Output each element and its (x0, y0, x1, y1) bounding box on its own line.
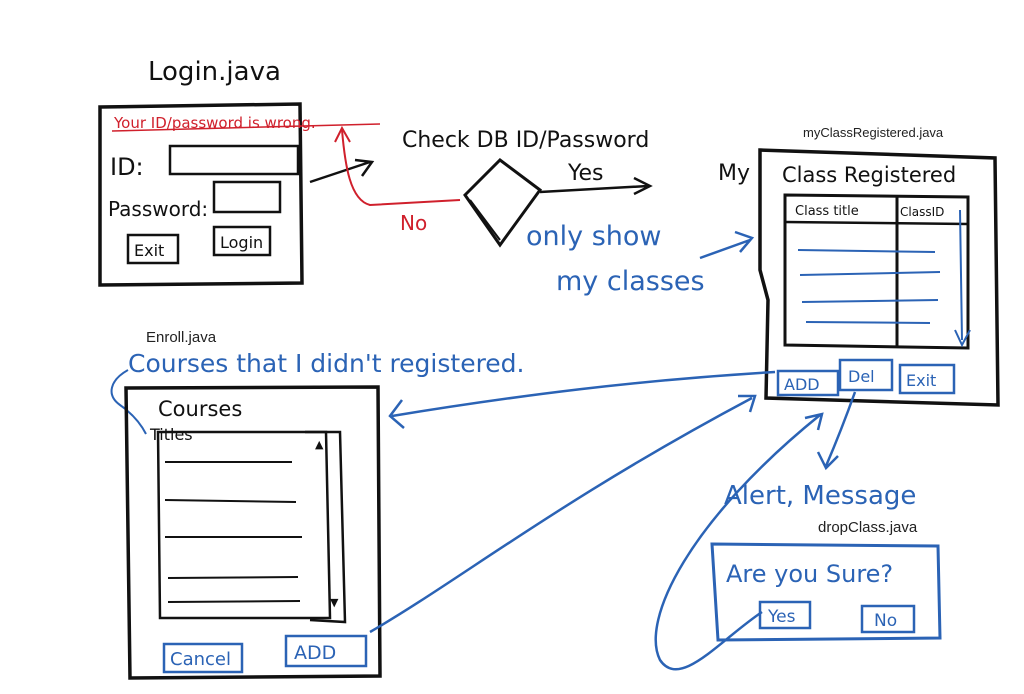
registered-table (783, 193, 970, 350)
drop-yes-button-border (758, 600, 812, 630)
add-to-enroll-arrow (388, 370, 776, 429)
drop-no-button-label: No (874, 611, 897, 631)
my-classes-file-label: myClassRegistered.java (803, 125, 944, 140)
yes-back-arrow (654, 412, 824, 671)
drop-no-button-border (860, 604, 916, 634)
login-window (98, 102, 304, 287)
exit-class-button-border (898, 363, 956, 395)
list-item[interactable] (167, 576, 299, 579)
enroll-add-button-label: ADD (294, 642, 336, 664)
db-check-label: Check DB ID/Password (402, 128, 649, 153)
enroll-add-button[interactable]: ADD (284, 634, 368, 668)
enroll-col-titles: Titles (149, 425, 193, 444)
enroll-window (124, 385, 382, 680)
del-class-button-label: Del (848, 367, 875, 386)
table-row[interactable] (805, 321, 931, 324)
enroll-to-list-arrow (369, 394, 757, 634)
alert-message-note: Alert, Message (724, 481, 916, 511)
scroll-up-icon[interactable]: ▲ (315, 438, 324, 451)
only-show-note: only show (526, 221, 661, 252)
list-item[interactable] (167, 600, 301, 603)
cancel-button-border (162, 642, 244, 674)
drop-dialog (710, 542, 942, 642)
del-to-alert-arrow (816, 391, 857, 471)
drop-no-button[interactable]: No (860, 604, 916, 634)
scroll-arrow (954, 209, 971, 348)
id-label: ID: (110, 153, 144, 181)
my-classes-window (758, 148, 1000, 407)
login-button-label: Login (220, 233, 263, 252)
drop-question: Are you Sure? (726, 560, 893, 588)
login-error-message: Your ID/password is wrong. (113, 114, 316, 132)
enroll-add-button-border (284, 634, 368, 668)
no-label: No (400, 211, 427, 235)
login-button-border (212, 225, 272, 257)
diamond-edge (469, 199, 501, 241)
exit-button-label: Exit (134, 241, 164, 260)
only-show-arrow (699, 230, 755, 260)
login-file-label: Login.java (148, 57, 281, 87)
table-row[interactable] (797, 249, 936, 253)
enroll-heading: Courses (158, 397, 242, 421)
exit-button-border (126, 233, 180, 265)
no-arrowhead (334, 125, 351, 143)
yes-arrow (539, 176, 653, 196)
del-class-button[interactable]: Del (838, 358, 894, 392)
drop-yes-button-label: Yes (767, 607, 796, 627)
add-class-button-label: ADD (784, 375, 820, 394)
error-underline (111, 123, 381, 132)
my-classes-note: my classes (556, 266, 705, 297)
login-to-db-arrow (309, 158, 375, 184)
col-class-id: ClassID (900, 205, 944, 219)
table-header-line (784, 220, 969, 226)
login-button[interactable]: Login (212, 225, 272, 257)
cancel-button-label: Cancel (170, 649, 231, 670)
exit-class-button-label: Exit (906, 371, 936, 390)
enroll-file-label: Enroll.java (146, 329, 217, 346)
courses-note: Courses that I didn't registered. (128, 349, 525, 378)
drop-yes-button[interactable]: Yes (758, 600, 812, 630)
db-check-diamond (463, 158, 543, 248)
courses-scrollbar[interactable] (305, 430, 347, 624)
yes-label: Yes (567, 161, 604, 186)
cancel-button[interactable]: Cancel (162, 642, 244, 674)
scroll-down-icon[interactable]: ▼ (330, 596, 339, 609)
exit-class-button[interactable]: Exit (898, 363, 956, 395)
my-classes-title-prefix: My (718, 161, 750, 186)
password-label: Password: (108, 197, 208, 221)
courses-note-pointer (110, 369, 147, 435)
courses-list (156, 430, 332, 620)
table-row[interactable] (799, 271, 941, 276)
exit-button[interactable]: Exit (126, 233, 180, 265)
col-class-title: Class title (795, 204, 859, 219)
add-class-button-border (776, 369, 840, 397)
password-input[interactable] (212, 180, 282, 214)
my-classes-title: Class Registered (782, 163, 956, 187)
drop-file-label: dropClass.java (818, 519, 918, 536)
add-class-button[interactable]: ADD (776, 369, 840, 397)
id-input[interactable] (168, 144, 300, 176)
no-return-arrow (341, 129, 461, 207)
list-item[interactable] (164, 499, 297, 503)
table-row[interactable] (801, 299, 939, 303)
del-class-button-border (838, 358, 894, 392)
